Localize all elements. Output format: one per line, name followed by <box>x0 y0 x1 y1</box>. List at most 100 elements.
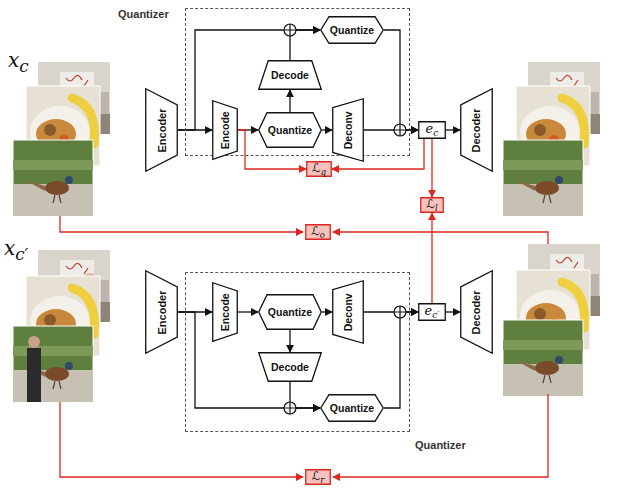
block-label: Quantize <box>268 125 312 136</box>
loss-wire <box>60 402 303 477</box>
block-shape <box>419 304 446 321</box>
input-label: xc <box>8 50 29 76</box>
quantizer-group: QuantizerQuantizeDecodeEncodeQuantizeDec… <box>185 8 410 156</box>
block-shape <box>321 395 384 422</box>
block-shape <box>306 470 331 485</box>
math-symbol: ℒ <box>426 197 435 211</box>
math-symbol: ℒ <box>312 469 321 483</box>
loss-box: ℒo <box>305 224 331 240</box>
block-label: ec′ <box>425 304 440 320</box>
loss-arrow <box>431 139 432 197</box>
block-shape <box>419 122 446 139</box>
block-label: Encoder <box>156 108 167 152</box>
block-shape <box>421 198 444 213</box>
block-shape <box>213 283 238 342</box>
quantize-block: Quantize <box>258 112 322 148</box>
block-label: ℒo <box>311 225 325 239</box>
block-label: Decoder <box>471 290 482 334</box>
math-subscript: q <box>321 167 326 177</box>
block-shape <box>333 281 364 344</box>
block-shape <box>259 353 322 382</box>
sum-symbol <box>394 124 406 136</box>
block-label: Decode <box>271 362 309 373</box>
loss-box: ℒr <box>305 469 331 485</box>
block-shape <box>259 113 322 148</box>
flow-arrow <box>238 311 258 312</box>
decoder-block: Decoder <box>460 88 493 172</box>
encode-block: Encode <box>212 100 238 160</box>
block-label: ℒr <box>312 470 325 484</box>
block-label: Quantize <box>330 403 374 414</box>
math-subscript: l <box>435 203 438 213</box>
flow-arrow <box>322 311 332 312</box>
math-symbol: x <box>8 48 19 72</box>
flow-arrow <box>322 129 332 130</box>
block-shape <box>146 89 178 172</box>
encode-block: Encode <box>212 282 238 342</box>
block-shape <box>461 271 493 354</box>
block-label: Encode <box>220 111 231 149</box>
sum-symbol <box>284 402 296 414</box>
flow-arrow <box>384 30 418 130</box>
block-shape <box>307 162 332 177</box>
flow-arrow <box>289 90 290 112</box>
block-shape <box>259 295 322 330</box>
math-subscript: c′ <box>15 245 28 264</box>
loss-box: ℒq <box>306 161 332 177</box>
block-label: ec <box>426 122 439 138</box>
decode-block: Decode <box>258 60 322 90</box>
input-image <box>13 140 93 216</box>
block-label: ℒq <box>312 162 326 176</box>
group-heading: Quantizer <box>415 440 466 451</box>
decode-block: Decode <box>258 352 322 382</box>
math-symbol: e <box>426 121 434 136</box>
block-label: Quantize <box>268 307 312 318</box>
loss-wire <box>333 232 548 244</box>
quantize-block: Quantize <box>320 394 384 422</box>
block-shape <box>461 89 493 172</box>
math-subscript: c <box>19 57 28 76</box>
math-subscript: c′ <box>432 310 439 320</box>
group-heading: Quantizer <box>118 9 169 20</box>
input-image <box>13 326 93 402</box>
quantizer-group: QuantizerEncodeQuantizeDeconvDecodeQuant… <box>185 272 410 432</box>
sum-symbol <box>394 306 406 318</box>
block-shape <box>146 271 178 354</box>
block-label: ℒl <box>426 198 437 212</box>
block-shape <box>213 101 238 160</box>
flow-arrow <box>446 129 460 130</box>
quantize-block: Quantize <box>320 16 384 44</box>
math-symbol: ℒ <box>311 224 320 238</box>
decoder-block: Decoder <box>460 270 493 354</box>
output-image <box>503 320 583 396</box>
block-label: Encoder <box>156 290 167 334</box>
encoder-block: Encoder <box>145 270 178 354</box>
sum-symbol <box>284 24 296 36</box>
block-shape <box>321 17 384 44</box>
math-subscript: r <box>320 475 324 485</box>
block-label: Deconv <box>343 293 354 331</box>
loss-arrow <box>431 213 432 303</box>
encoder-block: Encoder <box>145 88 178 172</box>
block-label: Encode <box>220 293 231 331</box>
block-shape <box>259 61 322 90</box>
math-subscript: c <box>433 128 438 138</box>
flow-arrow <box>446 311 460 312</box>
block-label: Decode <box>271 70 309 81</box>
embedding-box: ec <box>418 121 446 139</box>
deconv-block: Deconv <box>332 98 364 162</box>
math-symbol: ℒ <box>312 161 321 175</box>
block-shape <box>306 225 331 240</box>
embedding-box: ec′ <box>418 303 446 321</box>
math-subscript: o <box>320 230 325 240</box>
block-label: Decoder <box>471 108 482 152</box>
flow-arrow <box>384 312 418 408</box>
block-label: Deconv <box>343 111 354 149</box>
flow-arrow <box>289 330 290 352</box>
math-symbol: x <box>4 236 15 260</box>
loss-wire <box>60 216 303 232</box>
block-label: Quantize <box>330 25 374 36</box>
